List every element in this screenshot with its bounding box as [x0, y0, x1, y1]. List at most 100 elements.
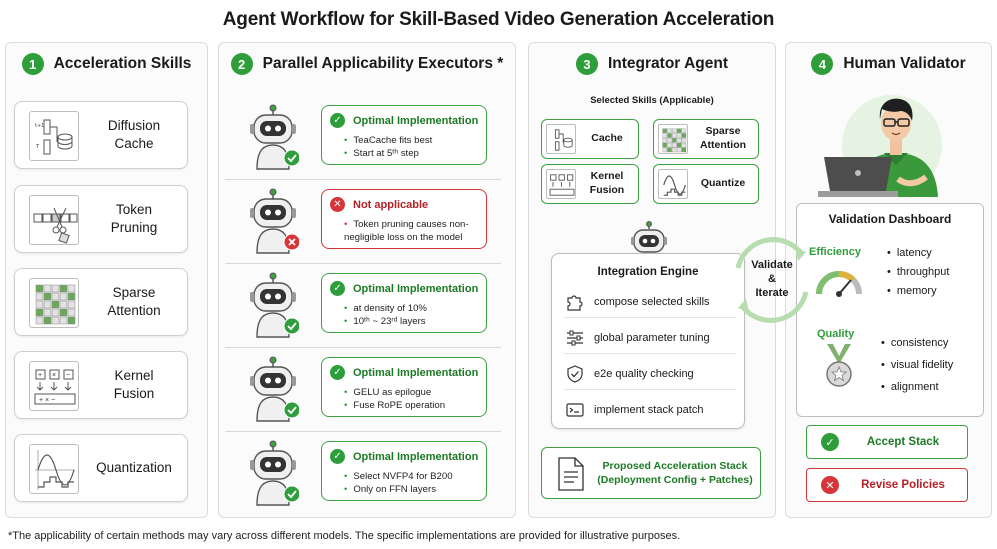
check-circle-icon: ✓: [330, 113, 345, 128]
skill-token-pruning: Token Pruning: [14, 185, 188, 253]
engine-step-label: e2e quality checking: [594, 367, 694, 380]
executor-result-card: ✓Optimal ImplementationSelect NVFP4 for …: [321, 441, 487, 501]
panel-title: Acceleration Skills: [53, 55, 192, 72]
panel-human-validator: 4 Human Validator Validation Dashboard E…: [785, 42, 992, 518]
engine-step-label: compose selected skills: [594, 295, 710, 308]
sparse-attention-icon: [658, 124, 688, 154]
revise-policies-label: Revise Policies: [861, 479, 945, 491]
skill-label: Quantization: [96, 460, 172, 476]
metric-item: latency: [887, 244, 949, 263]
engine-step-patch: implement stack patch: [564, 394, 736, 426]
svg-text:t+1: t+1: [35, 123, 44, 129]
panel-title: Integrator Agent: [608, 55, 728, 72]
engine-step-tuning: global parameter tuning: [564, 322, 736, 354]
metric-item: consistency: [881, 332, 953, 354]
skill-label: Diffusion Cache: [107, 118, 161, 151]
card-title: Not applicable: [353, 198, 429, 211]
check-circle-icon: ✓: [330, 365, 345, 380]
panel-header: 3 Integrator Agent: [529, 53, 775, 75]
validation-dashboard: Validation Dashboard Efficiency latency …: [796, 203, 984, 417]
accept-stack-button[interactable]: ✓ Accept Stack: [806, 425, 968, 459]
engine-step-quality: e2e quality checking: [564, 358, 736, 390]
diffusion-cache-icon: t+1 T: [29, 111, 79, 161]
selected-skill-label: Kernel Fusion: [589, 170, 625, 196]
svg-text:T: T: [35, 144, 40, 150]
step-number: 1: [21, 53, 44, 75]
card-lines: at density of 10%10ᵗʰ ~ 23ʳᵈ layers: [344, 302, 482, 328]
skill-quantization: Quantization: [14, 434, 188, 502]
kernel-fusion-icon: [546, 169, 576, 199]
quantization-icon: [29, 444, 79, 494]
card-line: at density of 10%: [344, 302, 482, 315]
executor-not-applicable-card: ✕Not applicableToken pruning causes non-…: [321, 189, 487, 249]
executor-separator: [225, 431, 501, 432]
selected-skill-label: Cache: [591, 132, 623, 145]
terminal-icon: [564, 399, 586, 421]
efficiency-list: latency throughput memory: [887, 244, 950, 301]
selected-skill-label: Quantize: [700, 177, 746, 190]
skill-label: Token Pruning: [110, 202, 158, 235]
executor-result-card: ✓Optimal Implementationat density of 10%…: [321, 273, 487, 333]
gauge-icon: [816, 271, 862, 297]
metric-item: visual fidelity: [881, 354, 953, 376]
integrator-robot-icon: [631, 221, 667, 253]
check-circle-icon: ✓: [330, 449, 345, 464]
executor-robot-icon: [250, 188, 299, 254]
card-header: ✓ Optimal Implementation: [330, 365, 478, 380]
executor-result-card: ✓Optimal ImplementationTeaCache fits bes…: [321, 105, 487, 165]
svg-text:×: ×: [52, 372, 56, 379]
integration-engine: Integration Engine compose selected skil…: [551, 253, 745, 429]
selected-skill-sparse-attention: Sparse Attention: [653, 119, 759, 159]
engine-step-label: implement stack patch: [594, 404, 704, 416]
step-number: 2: [230, 53, 253, 75]
skill-label: Sparse Attention: [107, 285, 161, 318]
executor-robot-icon: [250, 272, 299, 338]
quality-label: Quality: [817, 328, 855, 340]
dashboard-title: Validation Dashboard: [828, 212, 952, 226]
quality-list: consistency visual fidelity alignment: [881, 332, 953, 398]
check-circle-icon: ✓: [821, 433, 839, 451]
panel-acceleration-skills: 1 Acceleration Skills t+1 T Diffusion Ca…: [5, 42, 208, 518]
executor-row: ✓ Optimal ImplementationGELU as epilogueF…: [225, 349, 505, 431]
executor-separator: [225, 263, 501, 264]
skill-sparse-attention: Sparse Attention: [14, 268, 188, 336]
puzzle-icon: [564, 291, 586, 313]
card-title: Optimal Implementation: [353, 282, 479, 295]
efficiency-label: Efficiency: [809, 246, 861, 258]
executor-row: ✕Not applicableToken pruning causes non-…: [225, 181, 505, 263]
selected-skills-title: Selected Skills (Applicable): [590, 95, 714, 106]
svg-text:+: +: [38, 372, 42, 379]
executor-separator: [225, 179, 501, 180]
panel-executors: 2 Parallel Applicability Executors * ✓Op…: [218, 42, 516, 518]
metric-item: memory: [887, 282, 949, 301]
engine-step-compose: compose selected skills: [564, 286, 736, 318]
revise-policies-button[interactable]: ✕ Revise Policies: [806, 468, 968, 502]
proposed-acceleration-stack: Proposed Acceleration Stack (Deployment …: [541, 447, 761, 499]
x-circle-icon: ✕: [821, 476, 839, 494]
accept-stack-label: Accept Stack: [866, 436, 940, 448]
executor-separator: [225, 347, 501, 348]
diffusion-cache-icon: [546, 124, 576, 154]
executor-robot-icon: [250, 440, 299, 506]
executor-row: ✓Optimal ImplementationTeaCache fits bes…: [225, 97, 505, 179]
panel-title: Parallel Applicability Executors *: [262, 55, 504, 72]
card-title: Optimal Implementation: [353, 114, 479, 127]
card-lines: Select NVFP4 for B200Only on FFN layers: [344, 470, 482, 496]
card-title: Optimal Implementation: [353, 366, 479, 379]
card-line: Token pruning causes non-negligible loss…: [344, 218, 482, 244]
metric-item: throughput: [887, 263, 950, 282]
card-header: ✓Optimal Implementation: [330, 449, 478, 464]
card-line: Only on FFN layers: [344, 483, 482, 496]
card-lines: GELU as epilogueFuse RoPE operation: [344, 386, 482, 412]
medal-icon: [826, 344, 852, 387]
page-title: Agent Workflow for Skill-Based Video Gen…: [222, 9, 775, 30]
quantization-icon: [658, 169, 688, 199]
card-line: Fuse RoPE operation: [344, 399, 482, 412]
engine-title: Integration Engine: [597, 266, 699, 278]
selected-skill-quantize: Quantize: [653, 164, 759, 204]
token-pruning-icon: [29, 195, 79, 245]
sliders-icon: [564, 327, 586, 349]
panel-title: Human Validator: [843, 55, 966, 72]
step-number: 3: [576, 53, 598, 75]
svg-text:~: ~: [66, 372, 70, 379]
